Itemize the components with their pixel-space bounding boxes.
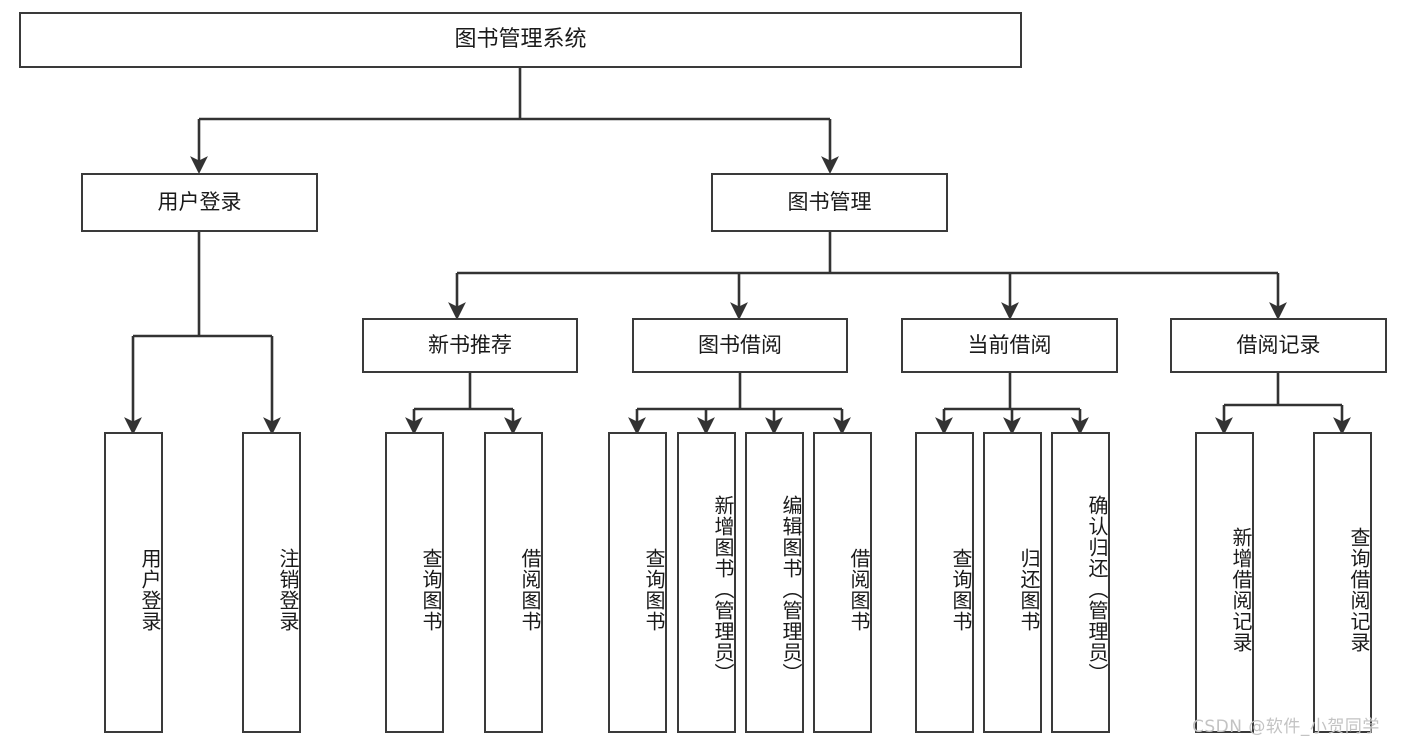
- leaf-borrow-borrow-book[interactable]: 借阅图书: [813, 432, 872, 733]
- leaf-label: 注销登录: [276, 547, 300, 632]
- node-book-management[interactable]: 图书管理: [711, 173, 948, 232]
- leaf-label: 新增图书（管理员）: [711, 495, 735, 684]
- leaf-record-add-record[interactable]: 新增借阅记录: [1195, 432, 1254, 733]
- node-borrow-record[interactable]: 借阅记录: [1170, 318, 1387, 373]
- node-book-borrow[interactable]: 图书借阅: [632, 318, 848, 373]
- leaf-label: 编辑图书（管理员）: [779, 495, 803, 684]
- leaf-label: 查询图书: [949, 547, 973, 632]
- leaf-record-query-record[interactable]: 查询借阅记录: [1313, 432, 1372, 733]
- leaf-label: 借阅图书: [847, 547, 871, 632]
- leaf-label: 新增借阅记录: [1229, 526, 1253, 653]
- leaf-user-login-logout[interactable]: 注销登录: [242, 432, 301, 733]
- leaf-current-query-book[interactable]: 查询图书: [915, 432, 974, 733]
- leaf-recommend-query-book[interactable]: 查询图书: [385, 432, 444, 733]
- leaf-label: 用户登录: [138, 547, 162, 632]
- leaf-borrow-add-book-admin[interactable]: 新增图书（管理员）: [677, 432, 736, 733]
- leaf-label: 查询图书: [642, 547, 666, 632]
- leaf-label: 归还图书: [1017, 547, 1041, 632]
- leaf-borrow-edit-book-admin[interactable]: 编辑图书（管理员）: [745, 432, 804, 733]
- node-new-book-recommend[interactable]: 新书推荐: [362, 318, 578, 373]
- leaf-label: 借阅图书: [518, 547, 542, 632]
- node-current-borrow[interactable]: 当前借阅: [901, 318, 1118, 373]
- leaf-borrow-query-book[interactable]: 查询图书: [608, 432, 667, 733]
- leaf-user-login-login[interactable]: 用户登录: [104, 432, 163, 733]
- csdn-watermark: CSDN @软件_小贺同学: [1192, 717, 1380, 737]
- leaf-label: 查询借阅记录: [1347, 526, 1371, 653]
- leaf-recommend-borrow-book[interactable]: 借阅图书: [484, 432, 543, 733]
- leaf-current-confirm-return-admin[interactable]: 确认归还（管理员）: [1051, 432, 1110, 733]
- leaf-label: 查询图书: [419, 547, 443, 632]
- node-root-system[interactable]: 图书管理系统: [19, 12, 1022, 68]
- node-user-login[interactable]: 用户登录: [81, 173, 318, 232]
- leaf-current-return-book[interactable]: 归还图书: [983, 432, 1042, 733]
- leaf-label: 确认归还（管理员）: [1085, 495, 1109, 684]
